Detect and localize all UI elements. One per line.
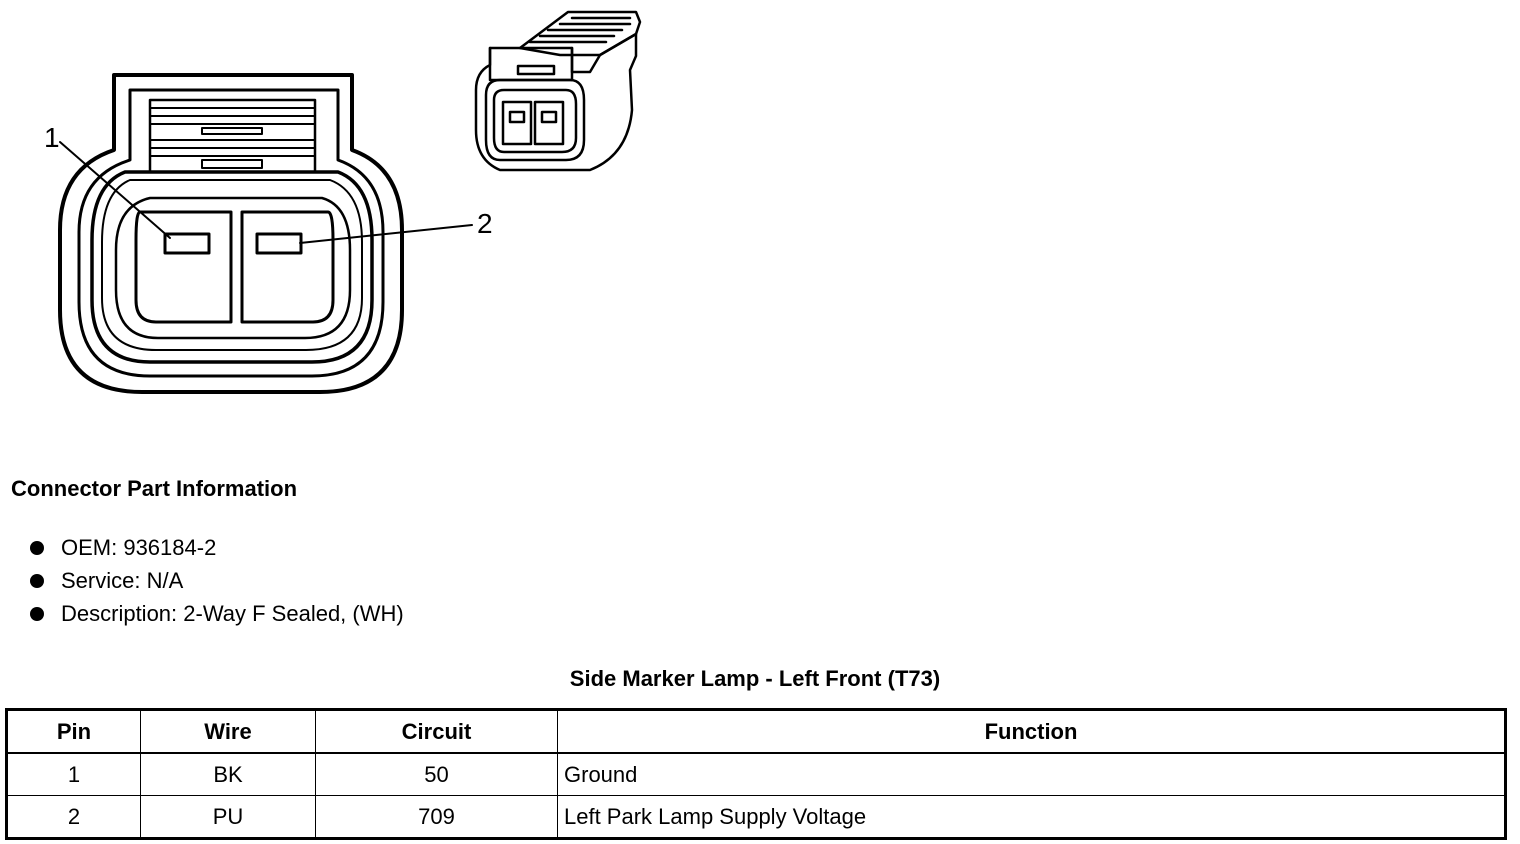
pin-1-label: 1 — [44, 122, 60, 153]
pin-2-label: 2 — [477, 208, 493, 239]
leader-line-1 — [59, 141, 171, 239]
connector-outer-shell — [58, 73, 404, 394]
seal-outer — [90, 170, 374, 364]
leader-line-2 — [299, 224, 473, 244]
info-item-text: Service: N/A — [61, 567, 184, 593]
table-row: 1 BK 50 Ground — [6, 752, 1506, 796]
table-header-row: Pin Wire Circuit Function — [6, 709, 1506, 754]
bullet-icon — [30, 573, 44, 588]
connector-info-list: OEM: 936184-2 Service: N/A Description: … — [30, 531, 404, 630]
cell-function: Ground — [557, 752, 1506, 796]
latch-ribs — [148, 98, 317, 174]
header-function: Function — [557, 709, 1506, 754]
connector-face-diagram — [58, 10, 642, 394]
bullet-icon — [30, 540, 44, 555]
cell-pin: 2 — [6, 795, 141, 839]
bullet-icon — [30, 606, 44, 621]
info-item-text: OEM: 936184-2 — [61, 534, 217, 560]
cell-wire: BK — [140, 752, 316, 796]
terminal-1 — [163, 232, 211, 255]
header-circuit: Circuit — [315, 709, 558, 754]
info-item-description: Description: 2-Way F Sealed, (WH) — [30, 597, 404, 630]
pin-table: Pin Wire Circuit Function 1 BK 50 Ground… — [5, 708, 1507, 840]
connector-inner-shell — [77, 88, 385, 378]
cell-circuit: 50 — [315, 752, 558, 796]
table-caption: Side Marker Lamp - Left Front (T73) — [569, 666, 941, 691]
cell-wire: PU — [140, 795, 316, 839]
info-item-oem: OEM: 936184-2 — [30, 531, 404, 564]
header-pin: Pin — [6, 709, 141, 754]
cell-pin: 1 — [6, 752, 141, 796]
table-row: 2 PU 709 Left Park Lamp Supply Voltage — [6, 795, 1506, 839]
cavity-2 — [240, 210, 335, 324]
cavity-frame — [114, 196, 352, 340]
connector-isometric-view — [474, 10, 642, 172]
seal-inner — [101, 179, 363, 351]
terminal-2 — [255, 232, 303, 255]
info-item-text: Description: 2-Way F Sealed, (WH) — [61, 600, 404, 626]
cell-function: Left Park Lamp Supply Voltage — [557, 795, 1506, 839]
cavity-1 — [134, 210, 233, 324]
connector-info-title: Connector Part Information — [11, 476, 298, 501]
cell-circuit: 709 — [315, 795, 558, 839]
header-wire: Wire — [140, 709, 316, 754]
info-item-service: Service: N/A — [30, 564, 404, 597]
